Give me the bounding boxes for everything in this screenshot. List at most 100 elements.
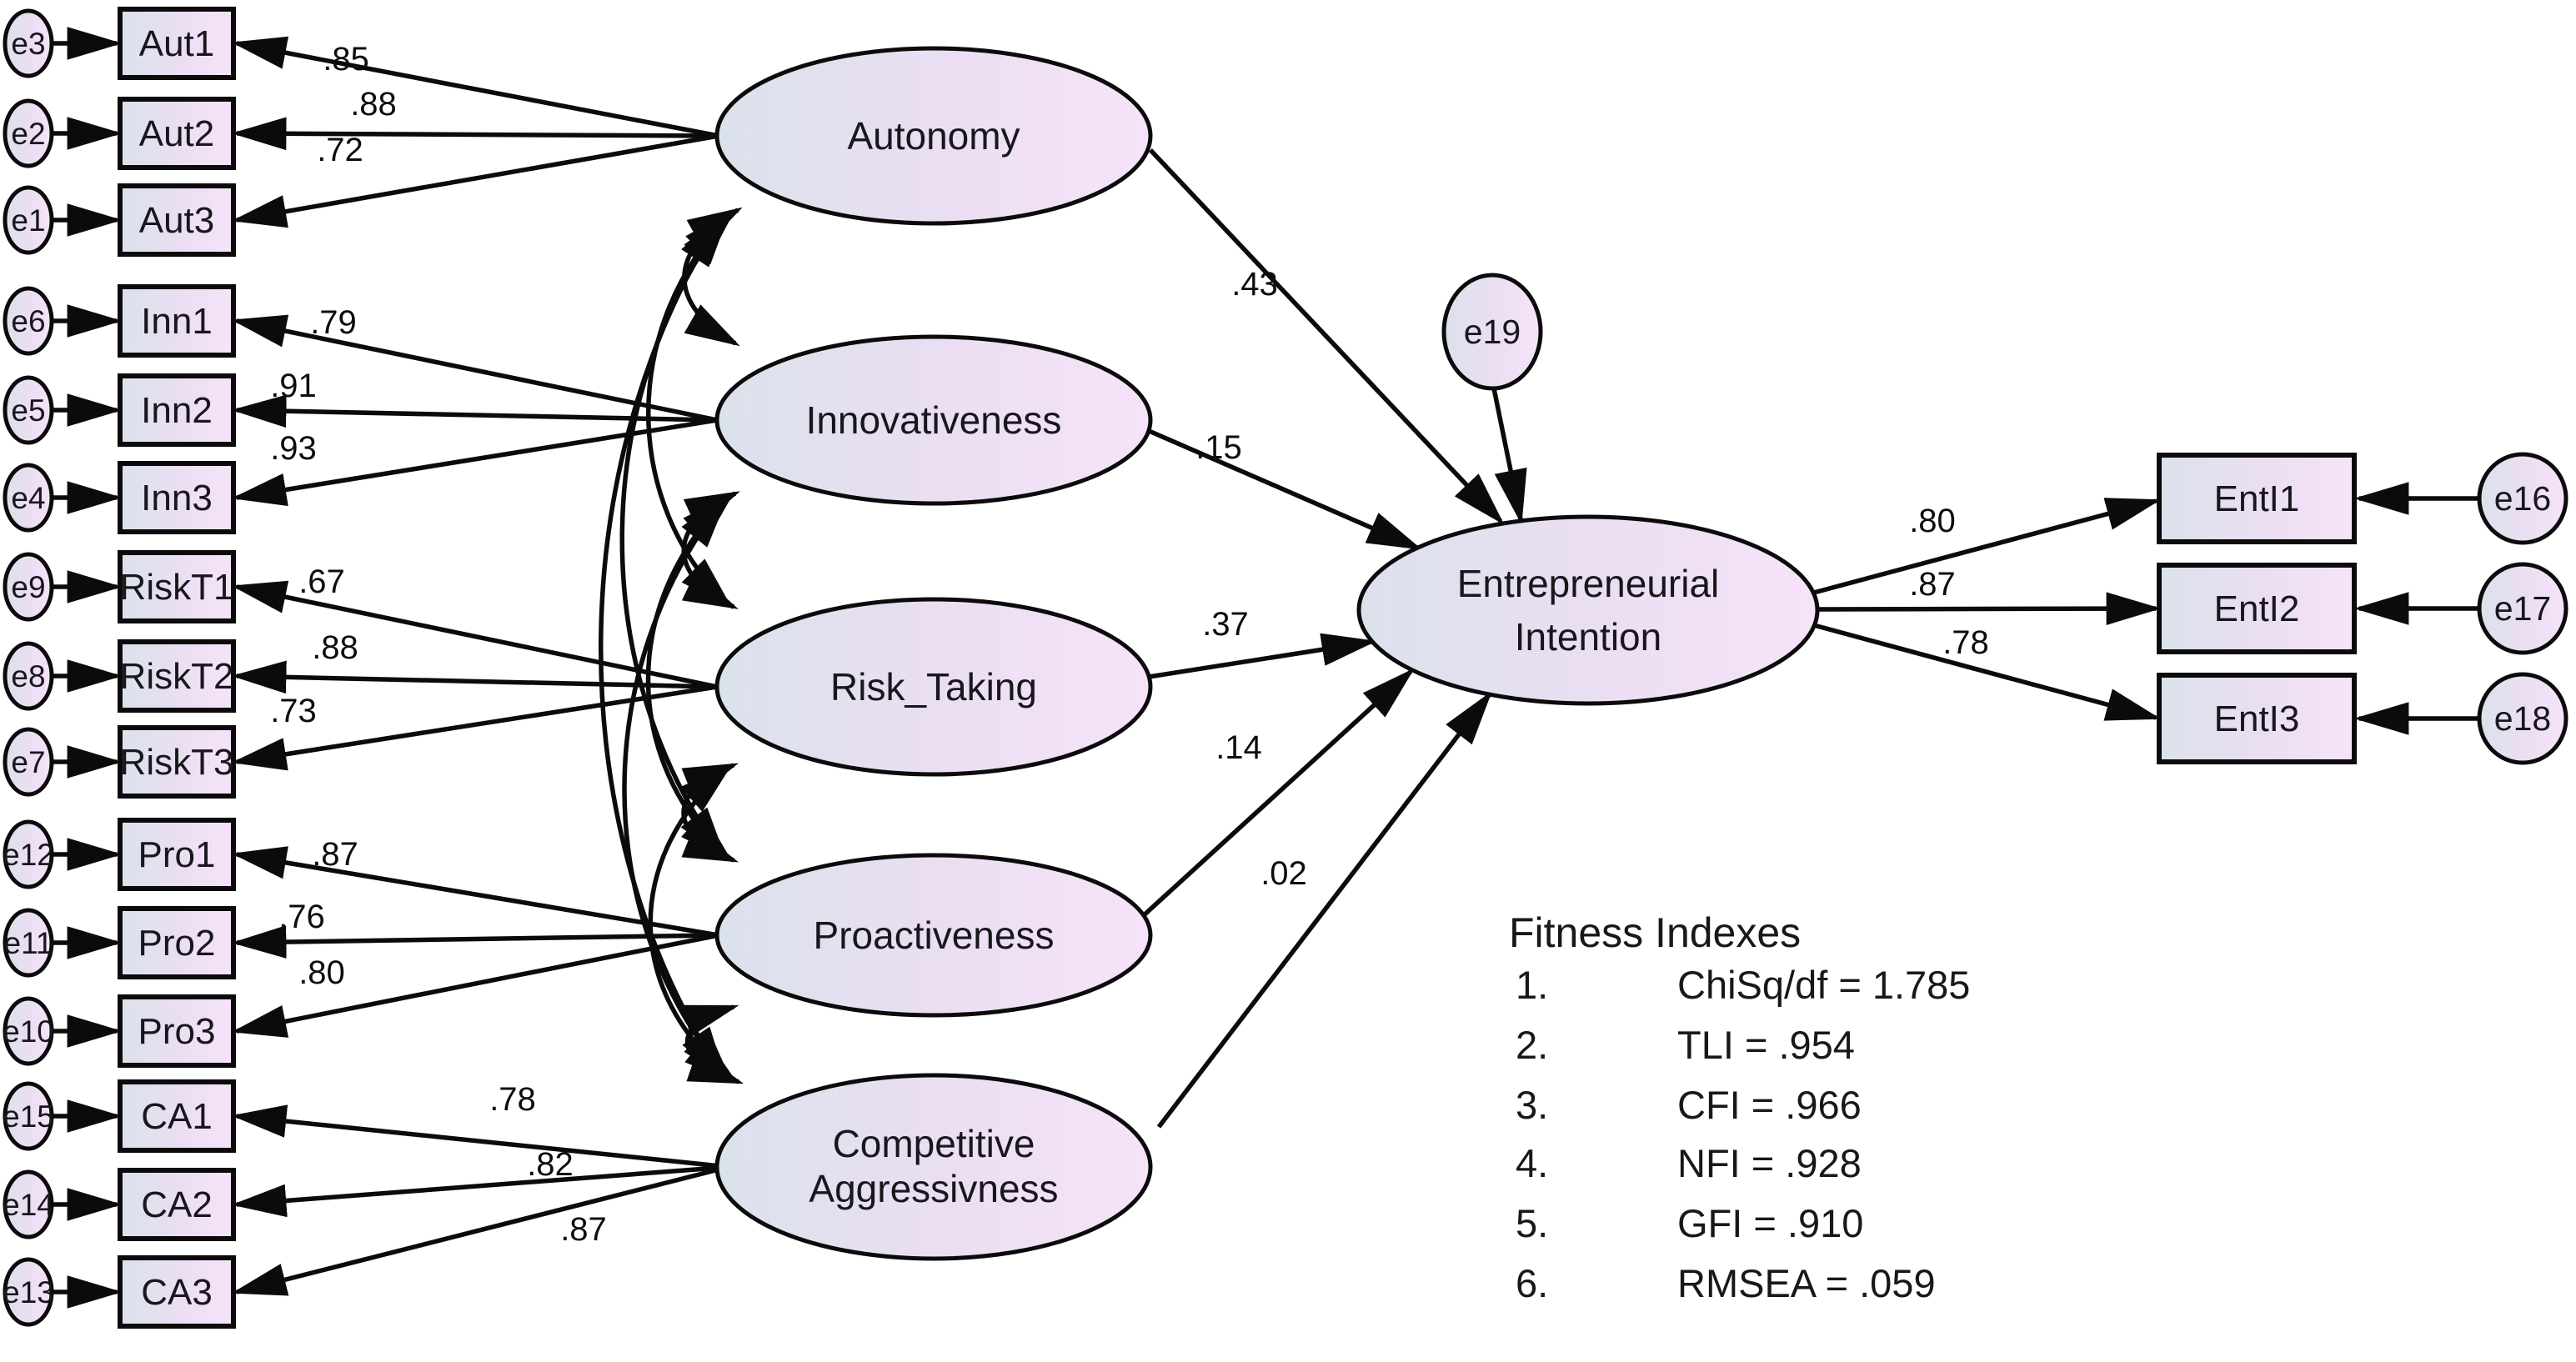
latent-ellipse-risktaking (714, 597, 1153, 777)
fitness-item-6-value: RMSEA = .059 (1677, 1261, 1936, 1305)
indicator-label-RiskT3: RiskT3 (120, 742, 234, 783)
error-terms: e3 e2 e1 e6 e5 e4 e9 e8 e7 e12 e11 e10 e… (3, 8, 2568, 1327)
error-label-e9: e9 (11, 570, 45, 604)
loading-arrow-Inn2 (231, 394, 718, 428)
fitness-item-4-num: 4. (1516, 1141, 1548, 1185)
error-circle-e5 (3, 375, 54, 445)
loading-arrow-Pro1 (231, 846, 719, 938)
indicator-label-CA1: CA1 (141, 1096, 213, 1137)
indicator-box-Inn1 (118, 284, 236, 358)
error-circle-e12 (3, 819, 54, 889)
latent-label-risktaking: Risk_Taking (830, 665, 1037, 709)
error-label-e11: e11 (4, 926, 53, 960)
indicator-box-Pro3 (118, 994, 236, 1068)
indicator-box-RiskT2 (118, 639, 236, 713)
fitness-item-1-value: ChiSq/df = 1.785 (1677, 963, 1970, 1007)
fitness-item-2-value: TLI = .954 (1677, 1023, 1855, 1067)
error-label-e10: e10 (3, 1014, 54, 1049)
loading-arrow-RiskT2 (231, 660, 718, 694)
latent-ellipse-innovativeness (714, 334, 1153, 506)
loading-value-EntI2: .87 (1909, 566, 1956, 603)
loading-value-EntI1: .80 (1909, 503, 1956, 539)
indicator-box-RiskT1 (118, 550, 236, 623)
loading-arrow-CA1 (231, 1104, 729, 1169)
error-circle-e9 (3, 552, 54, 622)
loading-value-RiskT1: .67 (298, 563, 345, 600)
loading-arrow-Pro3 (231, 933, 719, 1038)
error-circle-e3 (3, 8, 54, 78)
indicator-box-CA2 (118, 1168, 236, 1241)
error-label-e19: e19 (1464, 313, 1521, 351)
loading-labels: .85 .88 .72 .79 .91 .93 .67 .88 .73 .87 … (270, 41, 1989, 1248)
error-label-e16: e16 (2494, 479, 2551, 518)
latent-ellipse-autonomy (714, 46, 1153, 226)
error-circle-e4 (3, 463, 54, 533)
loading-value-Inn3: .93 (270, 430, 317, 467)
indicator-label-EntI2: EntI2 (2214, 588, 2300, 629)
error-label-e18: e18 (2494, 699, 2551, 738)
path-coef-autonomy: .43 (1231, 266, 1278, 303)
error-arrow-e19 (1491, 388, 1527, 525)
error-label-e1: e1 (11, 203, 45, 238)
indicator-box-Aut2 (118, 97, 236, 170)
loading-arrow-Aut2 (231, 117, 719, 151)
indicator-box-Pro2 (118, 906, 236, 979)
path-proactiveness-to-ei (1142, 668, 1415, 918)
path-coef-risktaking: .37 (1202, 606, 1249, 643)
error-label-e15: e15 (3, 1099, 54, 1134)
error-label-e6: e6 (11, 304, 45, 338)
indicator-box-CA3 (118, 1255, 236, 1329)
error-circle-e17 (2477, 562, 2568, 655)
loading-value-CA3: .87 (560, 1211, 607, 1248)
error-circle-e13 (3, 1257, 54, 1327)
fitness-item-3-num: 3. (1516, 1083, 1548, 1127)
path-ei-to-EntI1 (1810, 498, 2162, 596)
indicator-label-Aut3: Aut3 (139, 200, 215, 241)
error-circle-e8 (3, 641, 54, 711)
loading-arrows (231, 36, 729, 1296)
latent-label-competitive-line1: Competitive (833, 1122, 1035, 1165)
error-circle-e14 (3, 1169, 54, 1239)
indicator-label-Pro3: Pro3 (138, 1011, 216, 1052)
loading-arrow-Pro2 (231, 925, 719, 959)
loading-value-Pro2: .76 (278, 899, 325, 935)
indicator-label-RiskT1: RiskT1 (120, 567, 234, 608)
indicator-label-CA2: CA2 (141, 1184, 213, 1225)
structural-arrows (1142, 148, 2162, 1129)
error-circle-e10 (3, 996, 54, 1066)
loading-arrow-CA2 (231, 1164, 729, 1218)
indicator-box-EntI1 (2157, 453, 2357, 544)
loading-arrow-Inn3 (231, 418, 718, 507)
fitness-indexes-block: Fitness Indexes 1. ChiSq/df = 1.785 2. T… (1509, 909, 1970, 1305)
loading-value-Inn1: .79 (310, 304, 357, 341)
error-circle-e16 (2477, 452, 2568, 545)
error-label-e13: e13 (3, 1275, 54, 1309)
covariance-autonomy-competitive (599, 212, 727, 1082)
error-circle-e18 (2477, 672, 2568, 765)
indicator-box-EntI3 (2157, 673, 2357, 764)
indicator-box-Aut3 (118, 183, 236, 257)
latent-ellipse-entrepreneurial-intention (1356, 514, 1820, 706)
indicator-label-Inn3: Inn3 (141, 478, 213, 518)
path-coef-proactiveness: .14 (1215, 729, 1262, 766)
loading-value-RiskT3: .73 (270, 693, 317, 729)
error-circle-e19 (1441, 273, 1543, 391)
loading-arrow-CA3 (231, 1164, 729, 1296)
indicator-label-CA3: CA3 (141, 1272, 213, 1313)
path-autonomy-to-ei (1149, 148, 1505, 525)
latent-variables: Autonomy Innovativeness Risk_Taking Proa… (714, 46, 1820, 1261)
loading-value-Pro1: .87 (312, 836, 358, 873)
error-label-e17: e17 (2494, 589, 2551, 628)
loading-value-Aut3: .72 (317, 132, 363, 168)
indicator-label-Inn1: Inn1 (141, 301, 213, 342)
latent-label-proactiveness: Proactiveness (814, 914, 1055, 957)
indicator-box-RiskT3 (118, 725, 236, 799)
indicator-label-RiskT2: RiskT2 (120, 656, 234, 697)
loading-arrow-Aut3 (231, 133, 719, 228)
indicator-box-Aut1 (118, 7, 236, 80)
loading-value-EntI3: .78 (1942, 624, 1989, 661)
indicator-box-EntI2 (2157, 563, 2357, 654)
indicator-label-EntI1: EntI1 (2214, 478, 2300, 519)
path-competitive-to-ei (1156, 690, 1493, 1129)
indicator-label-Pro2: Pro2 (138, 923, 216, 964)
